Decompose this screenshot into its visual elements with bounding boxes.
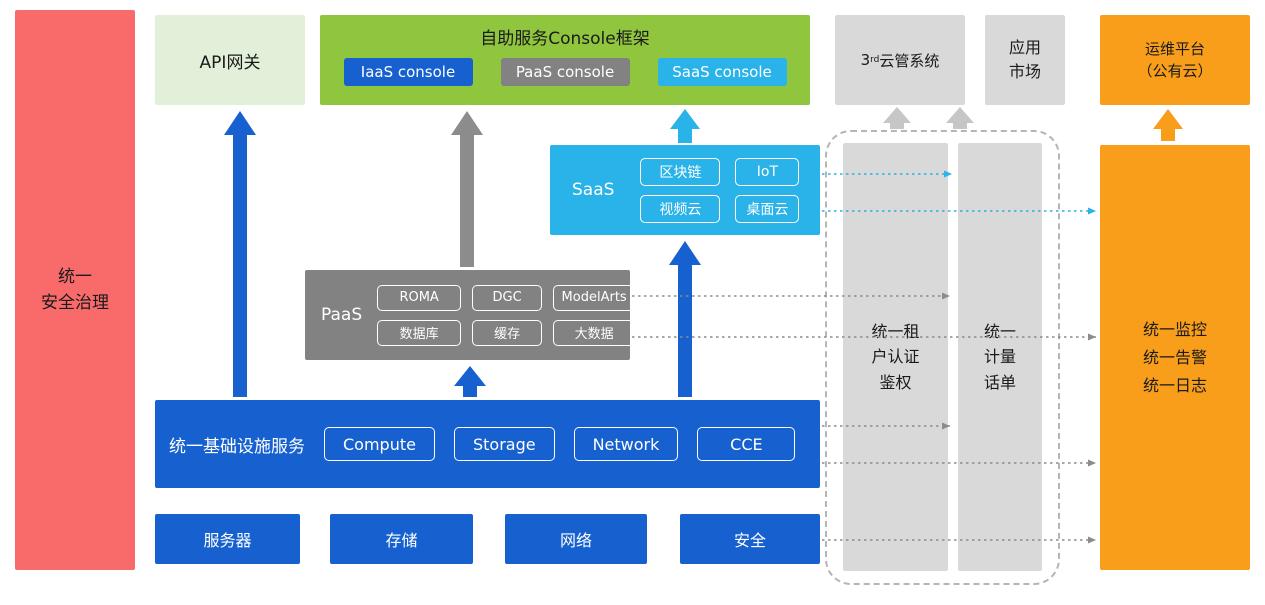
paas-services-grid: ROMA DGC ModelArts 数据库 缓存 大数据 <box>377 284 636 346</box>
unified-monitoring-column: 统一监控 统一告警 统一日志 <box>1100 145 1250 570</box>
third-party-label: 云管系统 <box>879 51 940 70</box>
api-gateway-box: API网关 <box>155 15 305 105</box>
iaas-item-storage: Storage <box>453 427 555 461</box>
unified-tenant-auth-pillar: 统一租 户认证 鉴权 <box>843 143 948 571</box>
resource-box-storage: 存储 <box>330 514 473 564</box>
iaas-box: 统一基础设施服务 Compute Storage Network CCE <box>155 400 820 488</box>
iaas-label: 统一基础设施服务 <box>169 436 305 457</box>
paas-item-bigdata: 大数据 <box>553 319 636 346</box>
saas-item-iot: IoT <box>735 157 800 186</box>
arrow-iaas-to-saas-icon <box>669 241 701 397</box>
arrow-monitoring-to-om-platform-icon <box>1153 109 1183 141</box>
arrow-billing-to-third-party-icon <box>946 107 974 129</box>
saas-services-grid: 区块链 IoT 视频云 桌面云 <box>640 157 800 223</box>
paas-console-chip: PaaS console <box>500 58 630 86</box>
resource-box-network: 网络 <box>505 514 647 564</box>
saas-console-chip: SaaS console <box>657 58 787 86</box>
arrow-iaas-to-paas-icon <box>454 366 486 397</box>
third-party-num: 3 <box>860 51 871 69</box>
self-service-console-box: 自助服务Console框架 IaaS console PaaS console … <box>320 15 810 105</box>
paas-item-roma: ROMA <box>377 284 462 311</box>
paas-item-modelarts: ModelArts <box>553 284 636 311</box>
auth-billing-dashed-frame <box>825 130 1060 585</box>
om-platform-box: 运维平台 （公有云） <box>1100 15 1250 105</box>
paas-item-cache: 缓存 <box>472 319 543 346</box>
unified-security-governance-bar: 统一 安全治理 <box>15 10 135 570</box>
paas-item-database: 数据库 <box>377 319 462 346</box>
console-button-row: IaaS console PaaS console SaaS console <box>343 58 787 86</box>
saas-item-blockchain: 区块链 <box>640 157 721 186</box>
iaas-item-cce: CCE <box>697 427 796 461</box>
paas-label: PaaS <box>321 305 363 325</box>
saas-item-desktop-cloud: 桌面云 <box>735 194 800 223</box>
saas-item-video-cloud: 视频云 <box>640 194 721 223</box>
saas-box: SaaS 区块链 IoT 视频云 桌面云 <box>550 145 820 235</box>
arrow-paas-to-console-icon <box>451 111 483 267</box>
unified-billing-pillar: 统一 计量 话单 <box>958 143 1042 571</box>
arrow-auth-to-third-party-icon <box>883 107 911 129</box>
resource-box-security: 安全 <box>680 514 820 564</box>
resource-box-server: 服务器 <box>155 514 300 564</box>
third-party-sup: rd <box>870 55 880 65</box>
iaas-item-compute: Compute <box>324 427 435 461</box>
app-market-box: 应用 市场 <box>985 15 1065 105</box>
arrow-saas-to-console-icon <box>670 109 700 143</box>
saas-label: SaaS <box>572 180 615 200</box>
arrow-iaas-to-api-gateway-icon <box>224 111 256 397</box>
iaas-item-network: Network <box>573 427 679 461</box>
console-title: 自助服务Console框架 <box>480 29 650 49</box>
paas-box: PaaS ROMA DGC ModelArts 数据库 缓存 大数据 <box>305 270 636 360</box>
paas-item-dgc: DGC <box>472 284 543 311</box>
iaas-console-chip: IaaS console <box>343 58 473 86</box>
